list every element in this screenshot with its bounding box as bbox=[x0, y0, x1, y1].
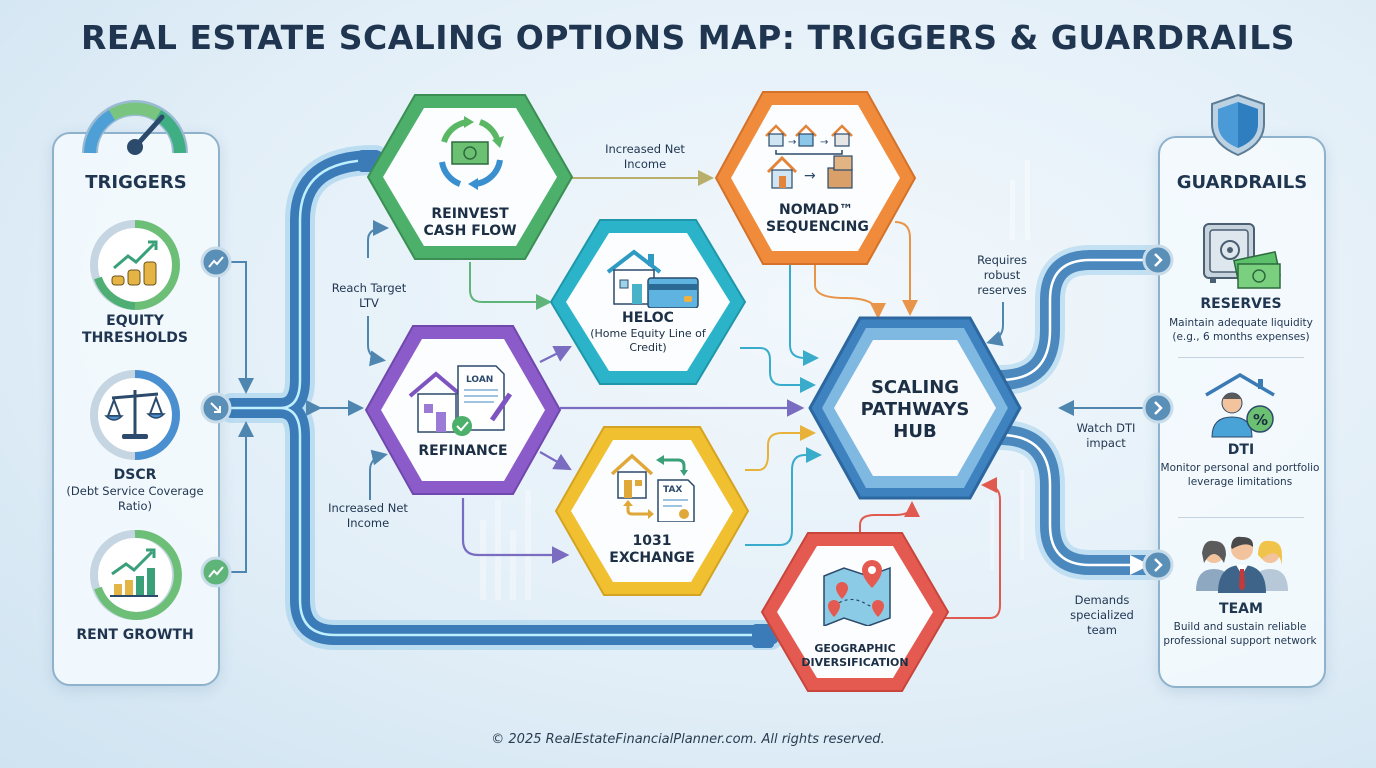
option-heloc-sub: (Home Equity Line of Credit) bbox=[590, 327, 706, 354]
page-title: REAL ESTATE SCALING OPTIONS MAP: TRIGGER… bbox=[80, 18, 1296, 57]
option-exchange-hex[interactable] bbox=[554, 426, 750, 596]
safe-cash-icon bbox=[1203, 223, 1281, 289]
trend-up-icon[interactable] bbox=[199, 555, 233, 589]
svg-text:TAX: TAX bbox=[663, 485, 682, 495]
triggers-heading: TRIGGERS bbox=[85, 172, 187, 193]
trigger-rent-growth: RENT GROWTH bbox=[52, 627, 218, 644]
edge-rent-to-pipe bbox=[228, 421, 254, 573]
edge-refi-exchange bbox=[539, 451, 572, 471]
edge-exchange-hub bbox=[745, 425, 816, 471]
shield-icon bbox=[1211, 93, 1265, 157]
edge-ltv-down bbox=[367, 316, 386, 367]
edge-refi-exchange-low bbox=[461, 498, 570, 564]
edge-refi-heloc bbox=[539, 346, 572, 363]
svg-text:→: → bbox=[788, 137, 796, 148]
trigger-label: RENT GROWTH bbox=[76, 627, 194, 643]
edge-exchange-hub-2 bbox=[745, 447, 822, 546]
map-pins-icon bbox=[823, 560, 891, 626]
guardrails-heading: GUARDRAILS bbox=[1176, 172, 1308, 193]
option-exchange-label: 1031 EXCHANGE bbox=[609, 533, 695, 566]
edge-ltv-up bbox=[367, 220, 389, 258]
house-tax-swap-icon: TAX bbox=[610, 453, 695, 522]
left-pipe bbox=[217, 145, 785, 650]
background-bars bbox=[480, 160, 1030, 600]
cash-cycle-icon bbox=[439, 116, 504, 190]
edge-geo-hub-2 bbox=[945, 477, 1001, 619]
trend-up-icon[interactable] bbox=[199, 245, 233, 279]
trigger-label: EQUITY THRESHOLDS bbox=[82, 313, 188, 346]
arrow-down-right-icon[interactable] bbox=[199, 391, 233, 425]
edge-label-watch-dti: Watch DTI impact bbox=[1076, 421, 1136, 450]
coins-trend-icon bbox=[90, 220, 180, 310]
guardrail-team-desc: Build and sustain reliable professional … bbox=[1163, 621, 1317, 647]
house-loan-document-icon: LOAN bbox=[408, 365, 513, 436]
option-refinance-label: REFINANCE bbox=[418, 443, 508, 459]
guardrail-dti-label: DTI bbox=[1227, 442, 1255, 458]
house-sequence-icon: → → → bbox=[765, 124, 853, 189]
option-nomad-label: NOMAD™ SEQUENCING bbox=[766, 202, 869, 235]
edge-nomad-hub-2 bbox=[894, 221, 918, 316]
gauge-icon bbox=[82, 100, 188, 155]
edge-equity-to-pipe bbox=[228, 261, 254, 394]
trigger-dscr: DSCR (Debt Service Coverage Ratio) bbox=[52, 467, 218, 514]
option-heloc-title: HELOC bbox=[622, 310, 674, 326]
hub-label: SCALING PATHWAYS HUB bbox=[860, 377, 970, 442]
divider bbox=[1178, 517, 1304, 518]
edge-nomad-hub-1 bbox=[814, 262, 886, 319]
guardrail-team-label: TEAM bbox=[1219, 601, 1263, 617]
team-people-icon bbox=[1196, 536, 1288, 593]
edge-nomad-teal bbox=[789, 262, 819, 366]
edge-label-net-income: Increased Net Income bbox=[328, 501, 408, 530]
trigger-equity-thresholds: EQUITY THRESHOLDS bbox=[52, 313, 218, 347]
edge-reserves-hub bbox=[986, 302, 1004, 347]
guardrail-reserves-label: RESERVES bbox=[1200, 296, 1282, 312]
svg-text:→: → bbox=[820, 137, 828, 148]
footer-copyright: © 2025 RealEstateFinancialPlanner.com. A… bbox=[491, 732, 885, 747]
divider bbox=[1178, 357, 1304, 358]
bar-growth-icon bbox=[90, 529, 182, 620]
guardrail-dti-desc: Monitor personal and portfolio leverage … bbox=[1160, 462, 1320, 488]
edge-label-reach-ltv: Reach Target LTV bbox=[331, 281, 407, 310]
edge-reinvest-heloc bbox=[469, 262, 552, 310]
chevron-right-icon[interactable] bbox=[1141, 243, 1175, 277]
edge-geo-hub-1 bbox=[859, 501, 920, 535]
edge-netincome-up bbox=[369, 449, 388, 500]
option-reinvest-label: REINVEST CASH FLOW bbox=[423, 206, 517, 239]
person-house-percent-icon: % bbox=[1205, 373, 1275, 438]
right-pipe bbox=[985, 245, 1165, 565]
guardrail-reserves-desc: Maintain adequate liquidity (e.g., 6 mon… bbox=[1169, 317, 1313, 343]
svg-text:→: → bbox=[804, 168, 816, 184]
house-credit-card-icon bbox=[606, 249, 699, 308]
trigger-label: DSCR bbox=[113, 467, 157, 483]
option-heloc-label: HELOC (Home Equity Line of Credit) bbox=[590, 310, 706, 355]
chevron-right-icon[interactable] bbox=[1141, 391, 1175, 425]
edge-label-requires-reserves: Requires robust reserves bbox=[977, 253, 1027, 297]
svg-text:%: % bbox=[1253, 411, 1268, 429]
balance-scale-icon bbox=[90, 370, 180, 460]
hub-hex[interactable] bbox=[808, 316, 1022, 500]
chevron-right-icon[interactable] bbox=[1141, 548, 1175, 582]
svg-text:LOAN: LOAN bbox=[466, 375, 493, 385]
edge-heloc-hub bbox=[740, 347, 816, 393]
option-reinvest-hex[interactable] bbox=[366, 94, 574, 260]
option-geo-label: GEOGRAPHIC DIVERSIFICATION bbox=[801, 642, 909, 669]
edge-label-demands-team: Demands specialized team bbox=[1070, 593, 1134, 637]
edge-label-reinvest-nomad: Increased Net Income bbox=[605, 142, 685, 171]
trigger-sub: (Debt Service Coverage Ratio) bbox=[66, 484, 204, 513]
